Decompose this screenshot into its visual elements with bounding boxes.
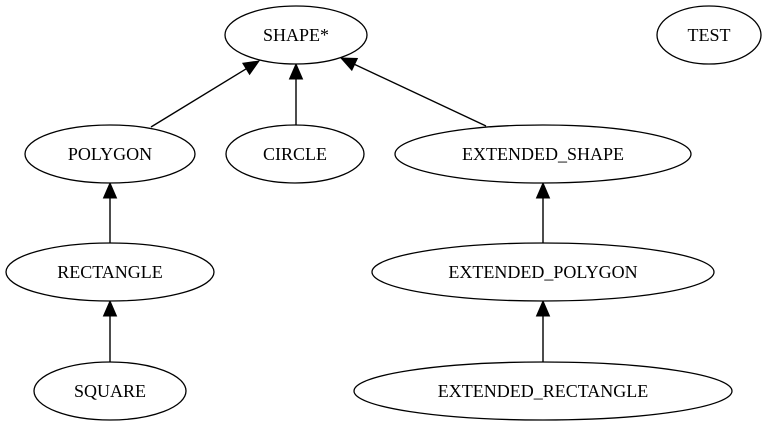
- node-test[interactable]: TEST: [656, 5, 762, 65]
- edge-line: [150, 68, 247, 128]
- node-polygon[interactable]: POLYGON: [24, 124, 196, 184]
- edge-polygon-to-shape: [150, 60, 261, 128]
- arrowhead-icon: [535, 299, 551, 317]
- nodes-layer: SHAPE* TEST POLYGON CIRCLE EXTENDED_SHAP…: [5, 5, 762, 421]
- node-square-label: SQUARE: [74, 381, 146, 401]
- node-rectangle-label: RECTANGLE: [57, 262, 163, 282]
- node-extended-shape-ellipse: [394, 124, 692, 184]
- edge-extended-shape-to-shape: [339, 57, 487, 127]
- node-shape-label: SHAPE*: [263, 25, 329, 45]
- node-extended-polygon[interactable]: EXTENDED_POLYGON: [371, 242, 715, 302]
- edge-rectangle-to-polygon: [102, 181, 118, 244]
- node-extended-shape[interactable]: EXTENDED_SHAPE: [394, 124, 692, 184]
- arrowhead-icon: [241, 60, 261, 76]
- edge-circle-to-shape: [288, 62, 304, 126]
- node-extended-rectangle-ellipse: [353, 361, 733, 421]
- arrowhead-icon: [288, 62, 304, 80]
- node-rectangle-ellipse: [5, 242, 215, 302]
- node-extended-polygon-label: EXTENDED_POLYGON: [448, 262, 637, 282]
- node-shape-ellipse: [224, 5, 368, 65]
- edge-line: [354, 63, 487, 127]
- node-circle-label: CIRCLE: [263, 144, 327, 164]
- edge-extended-rectangle-to-extended-polygon: [535, 299, 551, 363]
- node-square-ellipse: [33, 361, 187, 421]
- node-test-ellipse: [656, 5, 762, 65]
- arrowhead-icon: [339, 57, 359, 72]
- node-square[interactable]: SQUARE: [33, 361, 187, 421]
- node-extended-rectangle[interactable]: EXTENDED_RECTANGLE: [353, 361, 733, 421]
- node-polygon-ellipse: [24, 124, 196, 184]
- arrowhead-icon: [535, 181, 551, 199]
- node-circle[interactable]: CIRCLE: [225, 124, 365, 184]
- node-shape[interactable]: SHAPE*: [224, 5, 368, 65]
- node-extended-rectangle-label: EXTENDED_RECTANGLE: [438, 381, 649, 401]
- node-extended-polygon-ellipse: [371, 242, 715, 302]
- node-rectangle[interactable]: RECTANGLE: [5, 242, 215, 302]
- node-test-label: TEST: [688, 25, 731, 45]
- edge-extended-polygon-to-extended-shape: [535, 181, 551, 244]
- node-polygon-label: POLYGON: [68, 144, 152, 164]
- node-extended-shape-label: EXTENDED_SHAPE: [462, 144, 624, 164]
- node-circle-ellipse: [225, 124, 365, 184]
- arrowhead-icon: [102, 181, 118, 199]
- edge-square-to-rectangle: [102, 299, 118, 363]
- edges-layer: [102, 57, 551, 363]
- arrowhead-icon: [102, 299, 118, 317]
